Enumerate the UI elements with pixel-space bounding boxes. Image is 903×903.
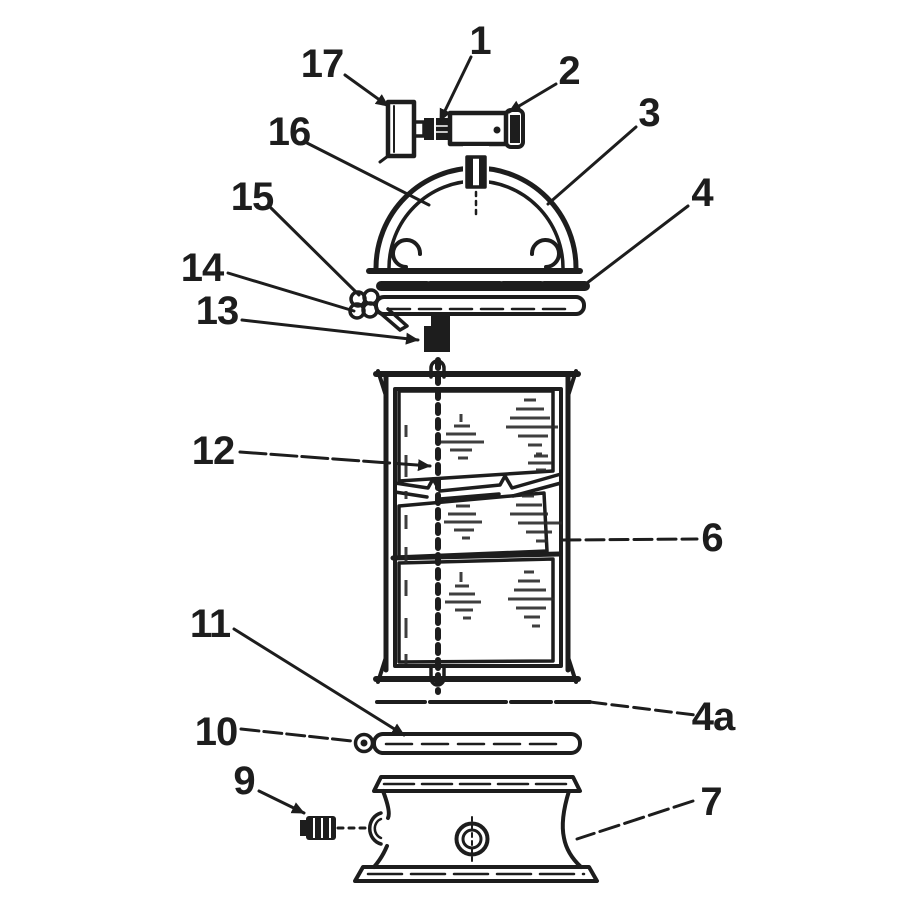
plate-knob: [353, 732, 375, 754]
leader-15: [269, 206, 361, 297]
rod-bottom-peg: [429, 666, 446, 687]
grid-middle: [397, 491, 549, 559]
standpipe-fitting: [424, 316, 450, 352]
rod-top-peg: [429, 359, 446, 379]
grid-lower: [397, 557, 555, 664]
callout-3: 3: [638, 91, 659, 135]
dome-left-curl: [391, 238, 423, 269]
base-side-port: [368, 811, 383, 846]
callout-4a: 4a: [692, 695, 736, 739]
base-bottom-rim: [353, 865, 599, 883]
callout-13: 13: [196, 289, 239, 333]
leader-14: [226, 271, 356, 313]
base-top-rim: [372, 775, 582, 793]
callout-17: 17: [301, 42, 344, 86]
leader-11: [232, 627, 406, 737]
leader-17: [343, 73, 390, 108]
filter-dome-lid: [366, 146, 583, 274]
callout-11: 11: [190, 602, 231, 646]
bottom-plate: [353, 732, 582, 755]
leader-4a: [588, 700, 697, 717]
leader-10: [239, 727, 354, 743]
leader-1: [438, 55, 473, 123]
leader-6: [560, 537, 699, 542]
filter-base: [300, 775, 599, 883]
callout-6: 6: [701, 516, 722, 560]
filter-tank: [373, 357, 581, 695]
leader-9: [257, 789, 306, 815]
callout-12: 12: [192, 429, 235, 473]
leader-16: [305, 141, 431, 207]
leader-3: [546, 125, 638, 206]
grid-slat-top: [393, 472, 563, 493]
cartridge-outline: [393, 387, 563, 668]
callout-9: 9: [233, 759, 254, 803]
callout-10: 10: [195, 710, 238, 754]
callout-15: 15: [231, 175, 274, 219]
base-drain-boss: [454, 816, 490, 862]
grid-upper: [397, 389, 555, 483]
leader-13: [240, 318, 420, 345]
gauge-nipple: [436, 118, 448, 140]
callout-1: 1: [469, 19, 491, 63]
dome-right-curl: [529, 238, 561, 269]
leader-2: [507, 82, 558, 114]
pressure-gauge: [378, 99, 434, 164]
leader-lines: [226, 55, 699, 841]
leader-7: [575, 799, 695, 841]
callout-labels: 1 2 3 4 4a 6 7 9 10 11 12 13 14 15 16 17: [181, 19, 737, 824]
valve-pin: [493, 126, 501, 134]
clamp-wing-knob: [348, 288, 380, 320]
drain-plug: [300, 816, 368, 840]
clamp-lug: [377, 307, 409, 332]
leader-4: [585, 204, 690, 285]
callout-16: 16: [268, 110, 311, 154]
leader-12: [238, 450, 432, 472]
callout-4: 4: [691, 171, 714, 215]
callout-14: 14: [181, 246, 225, 290]
callout-2: 2: [558, 49, 579, 93]
callout-7: 7: [700, 780, 721, 824]
clamp-band: [348, 288, 586, 332]
